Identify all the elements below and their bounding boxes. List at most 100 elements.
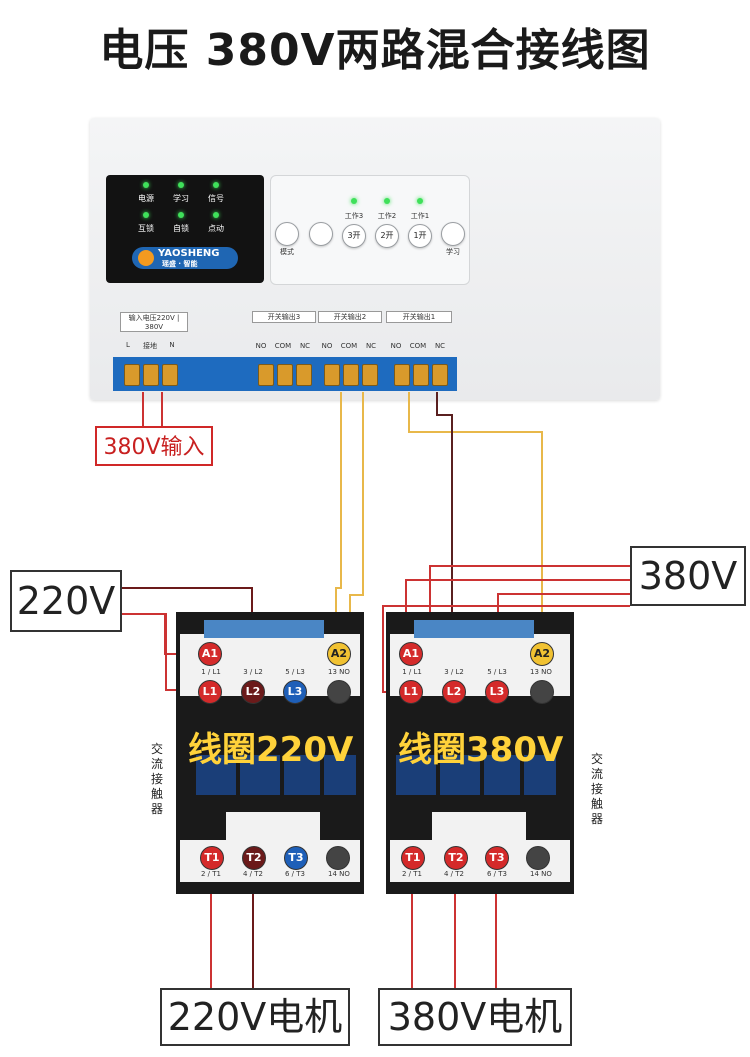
terminal-code: 6 / T3: [487, 870, 507, 878]
screw-terminal: [162, 364, 178, 386]
terminal-l3: L3: [485, 680, 509, 704]
screw-terminal: [362, 364, 378, 386]
terminal-code: 14 NO: [328, 870, 350, 878]
terminal-a1: A1: [198, 642, 222, 666]
terminal-t3: T3: [284, 846, 308, 870]
led-label: 学习: [173, 194, 189, 203]
contactor-left-window: [240, 755, 280, 795]
terminal-code: 1 / L1: [201, 668, 221, 676]
brand-subtitle: 瑶盛 · 智能: [162, 260, 198, 268]
work-label: 工作1: [410, 212, 430, 220]
terminal-code: 2 / T1: [201, 870, 221, 878]
work3-indicator: [351, 198, 357, 204]
output2-term: COM: [340, 342, 358, 350]
screw-terminal: [124, 364, 140, 386]
input-term-n: N: [169, 341, 175, 349]
brand-name: YAOSHENG: [158, 248, 220, 259]
work1-indicator: [417, 198, 423, 204]
signal-wire-left-a2: [335, 392, 342, 640]
contactor-right-window: [524, 755, 556, 795]
led-selflock-indicator: [178, 212, 184, 218]
contactor-right-nameplate: [432, 812, 526, 842]
screw-terminal: [324, 364, 340, 386]
contactor-left-window: [284, 755, 320, 795]
terminal-l3: L3: [283, 680, 307, 704]
terminal-code: 14 NO: [530, 870, 552, 878]
terminal-t1: T1: [200, 846, 224, 870]
led-label: 电源: [138, 194, 154, 203]
open3-button[interactable]: 3开: [342, 224, 366, 248]
signal-wire-right-a2: [408, 392, 543, 640]
led-interlock-indicator: [143, 212, 149, 218]
screw-icon: [526, 846, 550, 870]
screw-icon: [327, 680, 351, 704]
mode-button-label: 模式: [280, 248, 294, 256]
contactor-left-window: [196, 755, 236, 795]
learn-button[interactable]: [441, 222, 465, 246]
output2-term: NC: [365, 342, 377, 350]
supply-220-label: 220V: [10, 570, 122, 632]
signal-wire-right-com: [436, 392, 453, 640]
input-term-l: L: [126, 341, 130, 349]
contactor-right-window: [396, 755, 436, 795]
contactor-right-label-strip: [414, 620, 534, 638]
terminal-a2: A2: [530, 642, 554, 666]
motor-220-label: 220V电机: [160, 988, 350, 1046]
screw-terminal: [432, 364, 448, 386]
terminal-code: 4 / T2: [243, 870, 263, 878]
terminal-code: 13 NO: [328, 668, 350, 676]
output1-label: 开关输出1: [386, 311, 452, 323]
work-label: 工作3: [344, 212, 364, 220]
key-panel: [270, 175, 470, 285]
output2-label: 开关输出2: [318, 311, 382, 323]
open1-button[interactable]: 1开: [408, 224, 432, 248]
screw-icon: [326, 846, 350, 870]
terminal-t1: T1: [401, 846, 425, 870]
led-learn-indicator: [178, 182, 184, 188]
supply-380-label: 380V: [630, 546, 746, 606]
screw-icon: [530, 680, 554, 704]
output3-term: NO: [255, 342, 267, 350]
terminal-t2: T2: [444, 846, 468, 870]
screw-terminal: [277, 364, 293, 386]
screw-terminal: [413, 364, 429, 386]
led-label: 信号: [208, 194, 224, 203]
led-power-indicator: [143, 182, 149, 188]
terminal-code: 3 / L2: [444, 668, 464, 676]
terminal-l1: L1: [198, 680, 222, 704]
screw-terminal: [394, 364, 410, 386]
screw-terminal: [343, 364, 359, 386]
output1-term: NC: [434, 342, 446, 350]
output3-term: NC: [299, 342, 311, 350]
input-term-ground: 接地: [143, 342, 157, 350]
supply-220-l1: [120, 613, 183, 691]
screw-terminal: [296, 364, 312, 386]
output3-label: 开关输出3: [252, 311, 316, 323]
work2-indicator: [384, 198, 390, 204]
brand-logo: YAOSHENG 瑶盛 · 智能: [132, 247, 238, 269]
contactor-left-nameplate: [226, 812, 320, 842]
blank-button[interactable]: [309, 222, 333, 246]
output1-term: NO: [390, 342, 402, 350]
terminal-t3: T3: [485, 846, 509, 870]
open2-button[interactable]: 2开: [375, 224, 399, 248]
terminal-code: 4 / T2: [444, 870, 464, 878]
terminal-l1: L1: [399, 680, 423, 704]
terminal-code: 13 NO: [530, 668, 552, 676]
screw-terminal: [258, 364, 274, 386]
coil-380-label: 线圈380V: [398, 730, 564, 770]
motor-380-label: 380V电机: [378, 988, 572, 1046]
contactor-left-window: [324, 755, 356, 795]
terminal-a1: A1: [399, 642, 423, 666]
led-signal-indicator: [213, 182, 219, 188]
screw-terminal: [143, 364, 159, 386]
terminal-code: 1 / L1: [402, 668, 422, 676]
terminal-t2: T2: [242, 846, 266, 870]
terminal-code: 6 / T3: [285, 870, 305, 878]
output2-term: NO: [321, 342, 333, 350]
terminal-code: 5 / L3: [487, 668, 507, 676]
contactor-right-window: [440, 755, 480, 795]
mode-button[interactable]: [275, 222, 299, 246]
contactor-right-window: [484, 755, 520, 795]
